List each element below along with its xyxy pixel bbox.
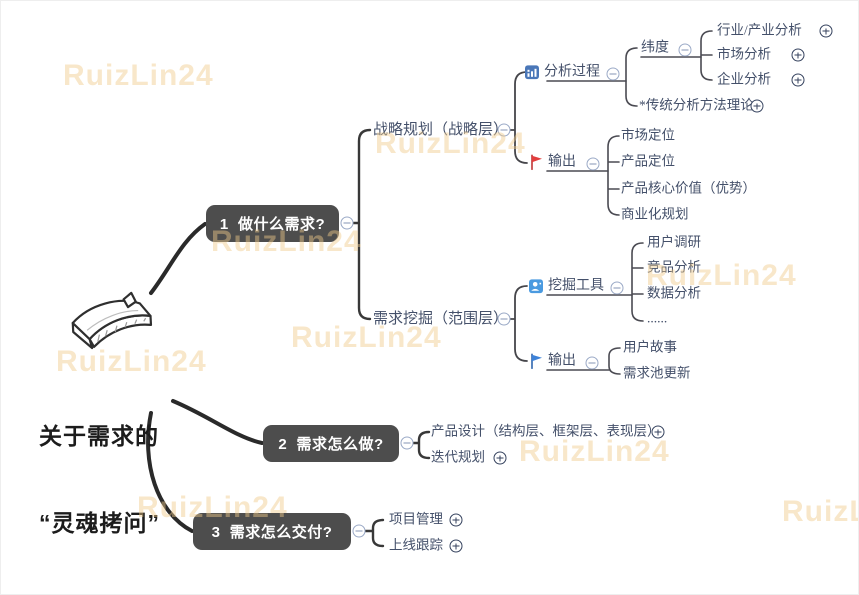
branch-commercial-planning[interactable]: 商业化规划 bbox=[621, 206, 689, 222]
branch-market-analysis[interactable]: 市场分析 bbox=[717, 46, 771, 62]
collapse-icon[interactable] bbox=[352, 524, 366, 538]
expand-icon[interactable] bbox=[750, 99, 764, 113]
branch-strategy-planning[interactable]: 战略规划（战略层） bbox=[373, 121, 509, 138]
topic-how-to-do[interactable]: 2 需求怎么做? bbox=[263, 425, 399, 462]
collapse-icon[interactable] bbox=[606, 67, 620, 81]
root-node[interactable] bbox=[59, 288, 163, 364]
expand-icon[interactable] bbox=[493, 451, 507, 465]
branch-dimension[interactable]: 纬度 bbox=[641, 40, 669, 56]
branch-user-story[interactable]: 用户故事 bbox=[623, 339, 677, 355]
collapse-icon[interactable] bbox=[497, 123, 511, 137]
branch-analysis-process[interactable]: 分析过程 bbox=[525, 64, 600, 79]
branch-market-positioning[interactable]: 市场定位 bbox=[621, 127, 675, 143]
blue-flag-icon bbox=[529, 353, 543, 369]
branch-project-management[interactable]: 项目管理 bbox=[389, 511, 443, 527]
branch-label: 输出 bbox=[548, 353, 576, 369]
red-flag-icon bbox=[529, 154, 543, 170]
branch-traditional-theory[interactable]: *传统分析方法理论 bbox=[639, 97, 754, 113]
topic-how-to-deliver[interactable]: 3 需求怎么交付? bbox=[193, 513, 351, 550]
collapse-icon[interactable] bbox=[678, 43, 692, 57]
branch-label: 挖掘工具 bbox=[548, 278, 604, 294]
topic-label: 1 做什么需求? bbox=[219, 216, 326, 233]
collapse-icon[interactable] bbox=[400, 436, 414, 450]
collapse-icon[interactable] bbox=[497, 312, 511, 326]
branch-mining-tools[interactable]: 挖掘工具 bbox=[529, 278, 604, 293]
root-title-line1: 关于需求的 bbox=[39, 423, 159, 449]
topic-what-requirement[interactable]: 1 做什么需求? bbox=[206, 205, 339, 242]
collapse-icon[interactable] bbox=[586, 157, 600, 171]
branch-output-mining[interactable]: 输出 bbox=[529, 353, 576, 369]
collapse-icon[interactable] bbox=[610, 281, 624, 295]
expand-icon[interactable] bbox=[449, 539, 463, 553]
branch-enterprise-analysis[interactable]: 企业分析 bbox=[717, 71, 771, 87]
branch-data-analysis[interactable]: 数据分析 bbox=[647, 285, 701, 301]
book-icon bbox=[71, 291, 153, 350]
branch-iteration-planning[interactable]: 迭代规划 bbox=[431, 449, 485, 465]
expand-icon[interactable] bbox=[791, 73, 805, 87]
branch-industry-analysis[interactable]: 行业/产业分析 bbox=[717, 22, 802, 38]
collapse-icon[interactable] bbox=[340, 216, 354, 230]
topic-label: 3 需求怎么交付? bbox=[211, 524, 333, 541]
branch-launch-tracking[interactable]: 上线跟踪 bbox=[389, 537, 443, 553]
branch-product-design[interactable]: 产品设计（结构层、框架层、表现层） bbox=[431, 423, 661, 439]
branch-output-strategy[interactable]: 输出 bbox=[529, 154, 576, 170]
topic-label: 2 需求怎么做? bbox=[278, 436, 384, 453]
expand-icon[interactable] bbox=[651, 425, 665, 439]
branch-label: 输出 bbox=[548, 154, 576, 170]
root-title-line2: “灵魂拷问” bbox=[39, 510, 160, 536]
user-icon bbox=[529, 278, 543, 293]
branch-pool-update[interactable]: 需求池更新 bbox=[623, 365, 691, 381]
branch-product-positioning[interactable]: 产品定位 bbox=[621, 153, 675, 169]
branch-user-research[interactable]: 用户调研 bbox=[647, 234, 701, 250]
branch-requirement-mining[interactable]: 需求挖掘（范围层） bbox=[373, 310, 509, 327]
branch-competitor-analysis[interactable]: 竞品分析 bbox=[647, 259, 701, 275]
collapse-icon[interactable] bbox=[585, 356, 599, 370]
bar-chart-icon bbox=[525, 64, 539, 79]
expand-icon[interactable] bbox=[449, 513, 463, 527]
branch-ellipsis[interactable]: ...... bbox=[647, 310, 668, 326]
root-title[interactable]: 关于需求的 “灵魂拷问” bbox=[39, 364, 160, 594]
branch-core-value[interactable]: 产品核心价值（优势） bbox=[621, 180, 756, 196]
expand-icon[interactable] bbox=[791, 48, 805, 62]
expand-icon[interactable] bbox=[819, 24, 833, 38]
branch-label: 分析过程 bbox=[544, 64, 600, 80]
